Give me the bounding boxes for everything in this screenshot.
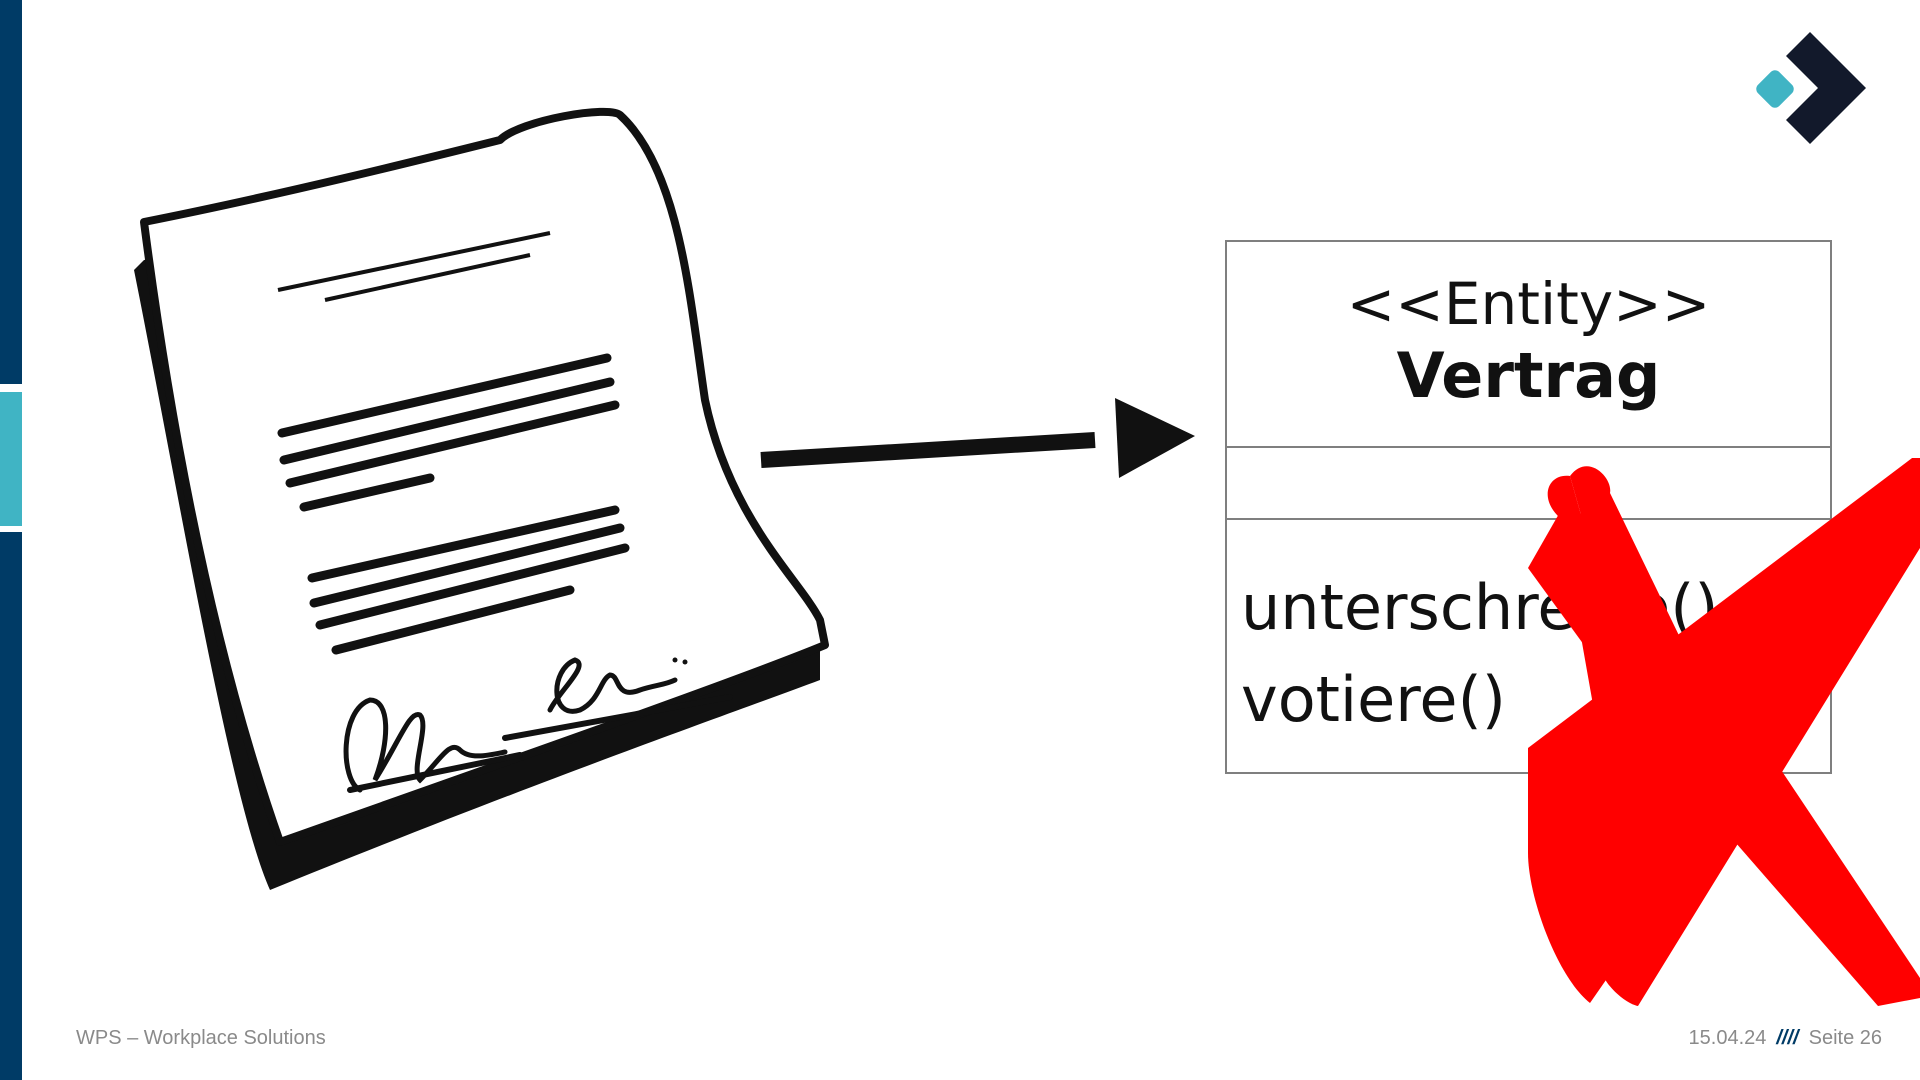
red-cross-icon <box>1528 458 1920 1006</box>
uml-class-header: <<Entity>> Vertrag <box>1227 242 1830 448</box>
side-bar-bottom <box>0 532 22 1080</box>
side-bar-top <box>0 0 22 384</box>
footer-date: 15.04.24 <box>1688 1027 1767 1049</box>
document-sketch-icon <box>134 107 829 890</box>
footer-page: Seite 26 <box>1808 1027 1882 1049</box>
class-name: Vertrag <box>1396 339 1661 413</box>
footer-meta: 15.04.24 //// Seite 26 <box>1689 1027 1882 1050</box>
operation-votiere: votiere() <box>1241 663 1506 736</box>
side-bar-accent <box>0 392 22 526</box>
attributes-compartment <box>1227 448 1830 520</box>
footer-company: WPS – Workplace Solutions <box>76 1027 326 1049</box>
arrow-right-icon <box>760 398 1195 478</box>
footer-separator: //// <box>1776 1027 1799 1049</box>
brand-logo <box>1756 32 1866 144</box>
stereotype-label: <<Entity>> <box>1346 270 1711 339</box>
